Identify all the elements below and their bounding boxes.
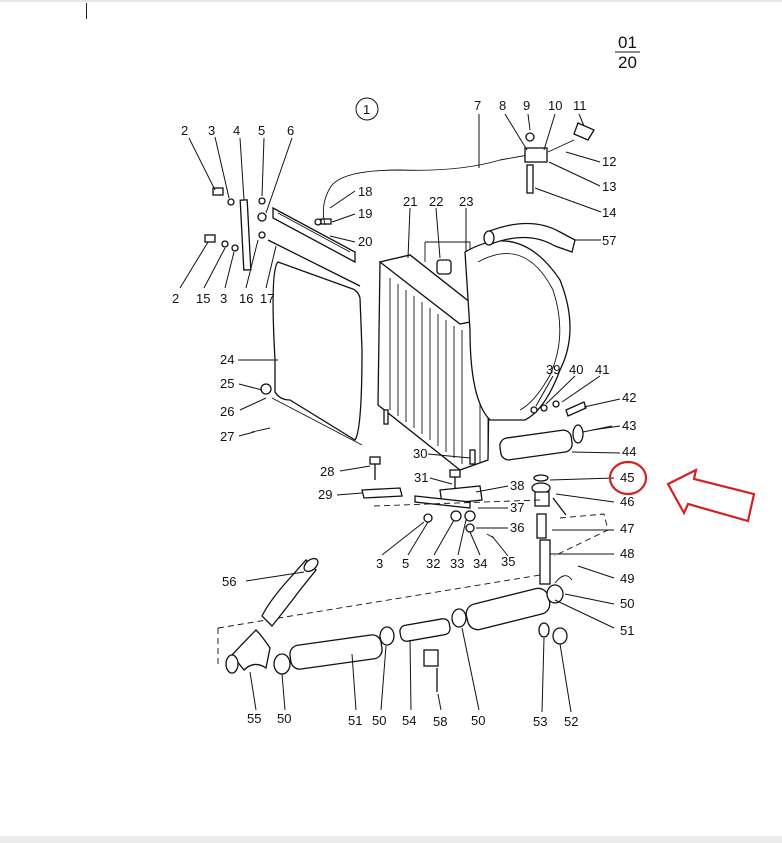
- callout-c29: 29: [318, 487, 332, 502]
- pointer-arrow-icon: [666, 467, 756, 523]
- callout-c15: 15: [196, 291, 210, 306]
- callout-c56: 56: [222, 574, 236, 589]
- mounting-items-left: [361, 456, 495, 539]
- highlight-circle: [608, 460, 648, 496]
- callout-c42: 42: [622, 390, 636, 405]
- lower-hose-assembly: [225, 557, 568, 692]
- callout-c14: 14: [602, 205, 616, 220]
- fan-shroud: [464, 240, 571, 421]
- callout-c21: 21: [403, 194, 417, 209]
- callout-c16: 16: [239, 291, 253, 306]
- callout-c51a: 51: [620, 623, 634, 638]
- callout-c35: 35: [501, 554, 515, 569]
- callout-c47: 47: [620, 521, 634, 536]
- callout-c55: 55: [247, 711, 261, 726]
- callout-c41: 41: [595, 362, 609, 377]
- callout-c5a: 5: [258, 123, 265, 138]
- callout-c12: 12: [602, 154, 616, 169]
- upper-hose: [483, 222, 576, 253]
- callout-c40: 40: [569, 362, 583, 377]
- callout-c3a: 3: [208, 123, 215, 138]
- callout-c33: 33: [450, 556, 464, 571]
- callout-c3b: 3: [220, 291, 227, 306]
- highlight-group: [608, 460, 756, 523]
- callout-c46: 46: [620, 494, 634, 509]
- callout-c37: 37: [510, 500, 524, 515]
- callout-c43: 43: [622, 418, 636, 433]
- callout-c11: 11: [573, 98, 587, 113]
- page-number-bottom: 20: [618, 53, 637, 72]
- callout-c49: 49: [620, 571, 634, 586]
- callout-c36: 36: [510, 520, 524, 535]
- callout-c5b: 5: [402, 556, 409, 571]
- callout-c58: 58: [433, 714, 447, 729]
- top-border: [0, 0, 782, 2]
- drain-cock-assembly: [531, 474, 573, 585]
- callout-c13: 13: [602, 179, 616, 194]
- callout-c28: 28: [320, 464, 334, 479]
- callout-c9: 9: [523, 98, 530, 113]
- callout-c17: 17: [260, 291, 274, 306]
- mesh-screen: [251, 261, 363, 446]
- callout-c22: 22: [429, 194, 443, 209]
- callout-c2b: 2: [172, 291, 179, 306]
- callout-c2a: 2: [181, 123, 188, 138]
- callout-c20: 20: [358, 234, 372, 249]
- leader-lines: [179, 113, 621, 713]
- callout-c31: 31: [414, 470, 428, 485]
- callout-c26: 26: [220, 404, 234, 419]
- callout-c57: 57: [602, 233, 616, 248]
- callout-c30: 30: [413, 446, 427, 461]
- callout-c39: 39: [546, 362, 560, 377]
- radiator-core: [377, 241, 492, 471]
- callout-c38: 38: [510, 478, 524, 493]
- callout-c4: 4: [233, 123, 240, 138]
- callout-c52: 52: [564, 714, 578, 729]
- callout-c53: 53: [533, 714, 547, 729]
- callout-c25: 25: [220, 376, 234, 391]
- callout-c8: 8: [499, 98, 506, 113]
- callout-c45: 45: [620, 470, 634, 485]
- callout-c50c: 50: [372, 713, 386, 728]
- right-fittings: [499, 400, 613, 461]
- page-number-top: 01: [618, 33, 637, 52]
- bracket-assembly: [204, 187, 361, 287]
- callout-c51b: 51: [348, 713, 362, 728]
- callout-c27: 27: [220, 429, 234, 444]
- callout-c50b: 50: [277, 711, 291, 726]
- callout-c18: 18: [358, 184, 372, 199]
- callout-c34: 34: [473, 556, 487, 571]
- callout-c48: 48: [620, 546, 634, 561]
- callout-c6: 6: [287, 123, 294, 138]
- callout-c44: 44: [622, 444, 636, 459]
- callout-c7: 7: [474, 98, 481, 113]
- group-marker-circle: [355, 97, 379, 121]
- callout-c10: 10: [548, 98, 562, 113]
- callout-c50d: 50: [471, 713, 485, 728]
- bottom-border: [0, 836, 782, 843]
- text-cursor: [86, 3, 87, 19]
- callout-c19: 19: [358, 206, 372, 221]
- callout-c23: 23: [459, 194, 473, 209]
- callout-c54: 54: [402, 713, 416, 728]
- callout-c50a: 50: [620, 596, 634, 611]
- callout-c24: 24: [220, 352, 234, 367]
- group-marker-label: 1: [363, 102, 370, 117]
- temperature-sensor-line: [322, 122, 595, 226]
- callout-c32: 32: [426, 556, 440, 571]
- callout-c3c: 3: [376, 556, 383, 571]
